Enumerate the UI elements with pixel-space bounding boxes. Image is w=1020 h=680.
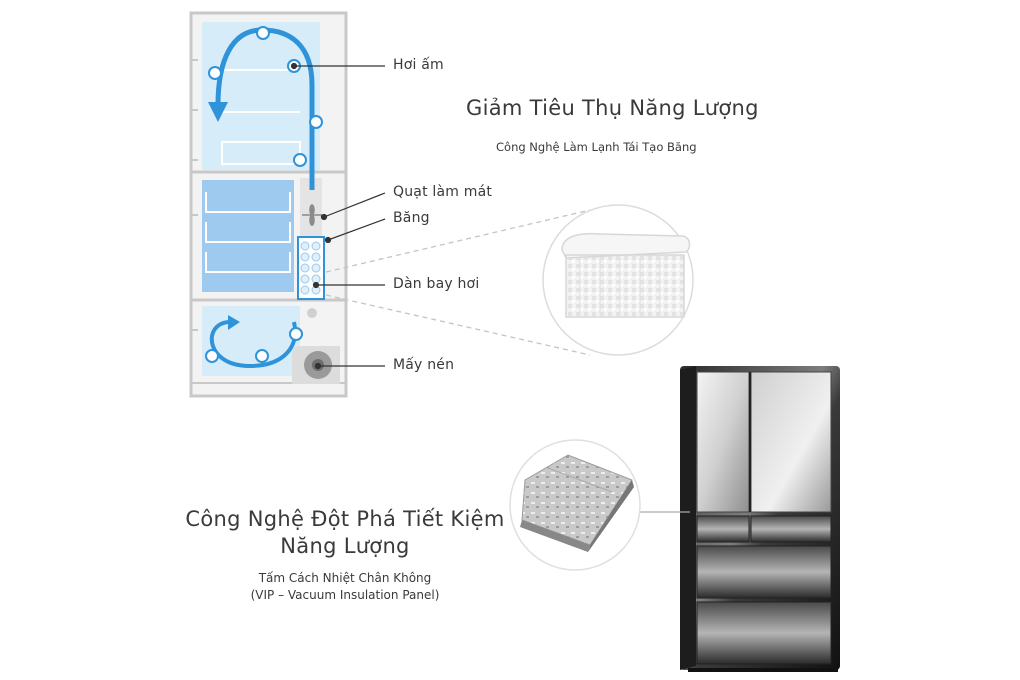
fridge-right-door bbox=[750, 371, 832, 513]
ice-evaporator-closeup bbox=[561, 232, 691, 318]
vip-panel-callout bbox=[509, 439, 690, 571]
cold-air-flow-arrow bbox=[205, 315, 303, 369]
label-warm-air: Hơi ấm bbox=[393, 57, 444, 73]
label-evaporator: Dàn bay hơi bbox=[393, 276, 480, 292]
fridge-drawer-2 bbox=[750, 515, 832, 543]
section1-title: Giảm Tiêu Thụ Năng Lượng bbox=[466, 96, 759, 120]
section2-title-line2: Năng Lượng bbox=[280, 534, 410, 558]
label-compressor: Mấy nén bbox=[393, 357, 455, 373]
evaporator-zoom-callout bbox=[542, 204, 694, 356]
fridge-middle-shelves bbox=[205, 192, 291, 273]
fridge-drawer-4 bbox=[696, 601, 832, 665]
section2-subtitle-line1: Tấm Cách Nhiệt Chân Không bbox=[258, 571, 432, 585]
section1-subtitle: Công Nghệ Làm Lạnh Tái Tạo Băng bbox=[496, 140, 697, 154]
cooling-fan-icon bbox=[302, 204, 322, 226]
fridge-drawer-3 bbox=[696, 545, 832, 599]
zoom-dashed-lines bbox=[325, 209, 591, 356]
fridge-drawer-1 bbox=[696, 515, 750, 543]
label-leader-lines bbox=[290, 62, 386, 370]
drain-dot bbox=[307, 308, 317, 318]
label-cooling-fan: Quạt làm mát bbox=[393, 184, 493, 200]
label-ice: Băng bbox=[393, 210, 430, 226]
fridge-left-door bbox=[696, 371, 750, 513]
fridge-wall-notches bbox=[191, 59, 198, 331]
section2-title-line1: Công Nghệ Đột Phá Tiết Kiệm bbox=[185, 507, 505, 531]
fridge-cross-section bbox=[189, 11, 348, 398]
fridge-middle-drawer bbox=[202, 180, 294, 292]
section2-subtitle-line2: (VIP – Vacuum Insulation Panel) bbox=[250, 588, 440, 602]
ice-coil-pattern bbox=[300, 241, 321, 295]
refrigerator-product-image bbox=[680, 366, 840, 672]
